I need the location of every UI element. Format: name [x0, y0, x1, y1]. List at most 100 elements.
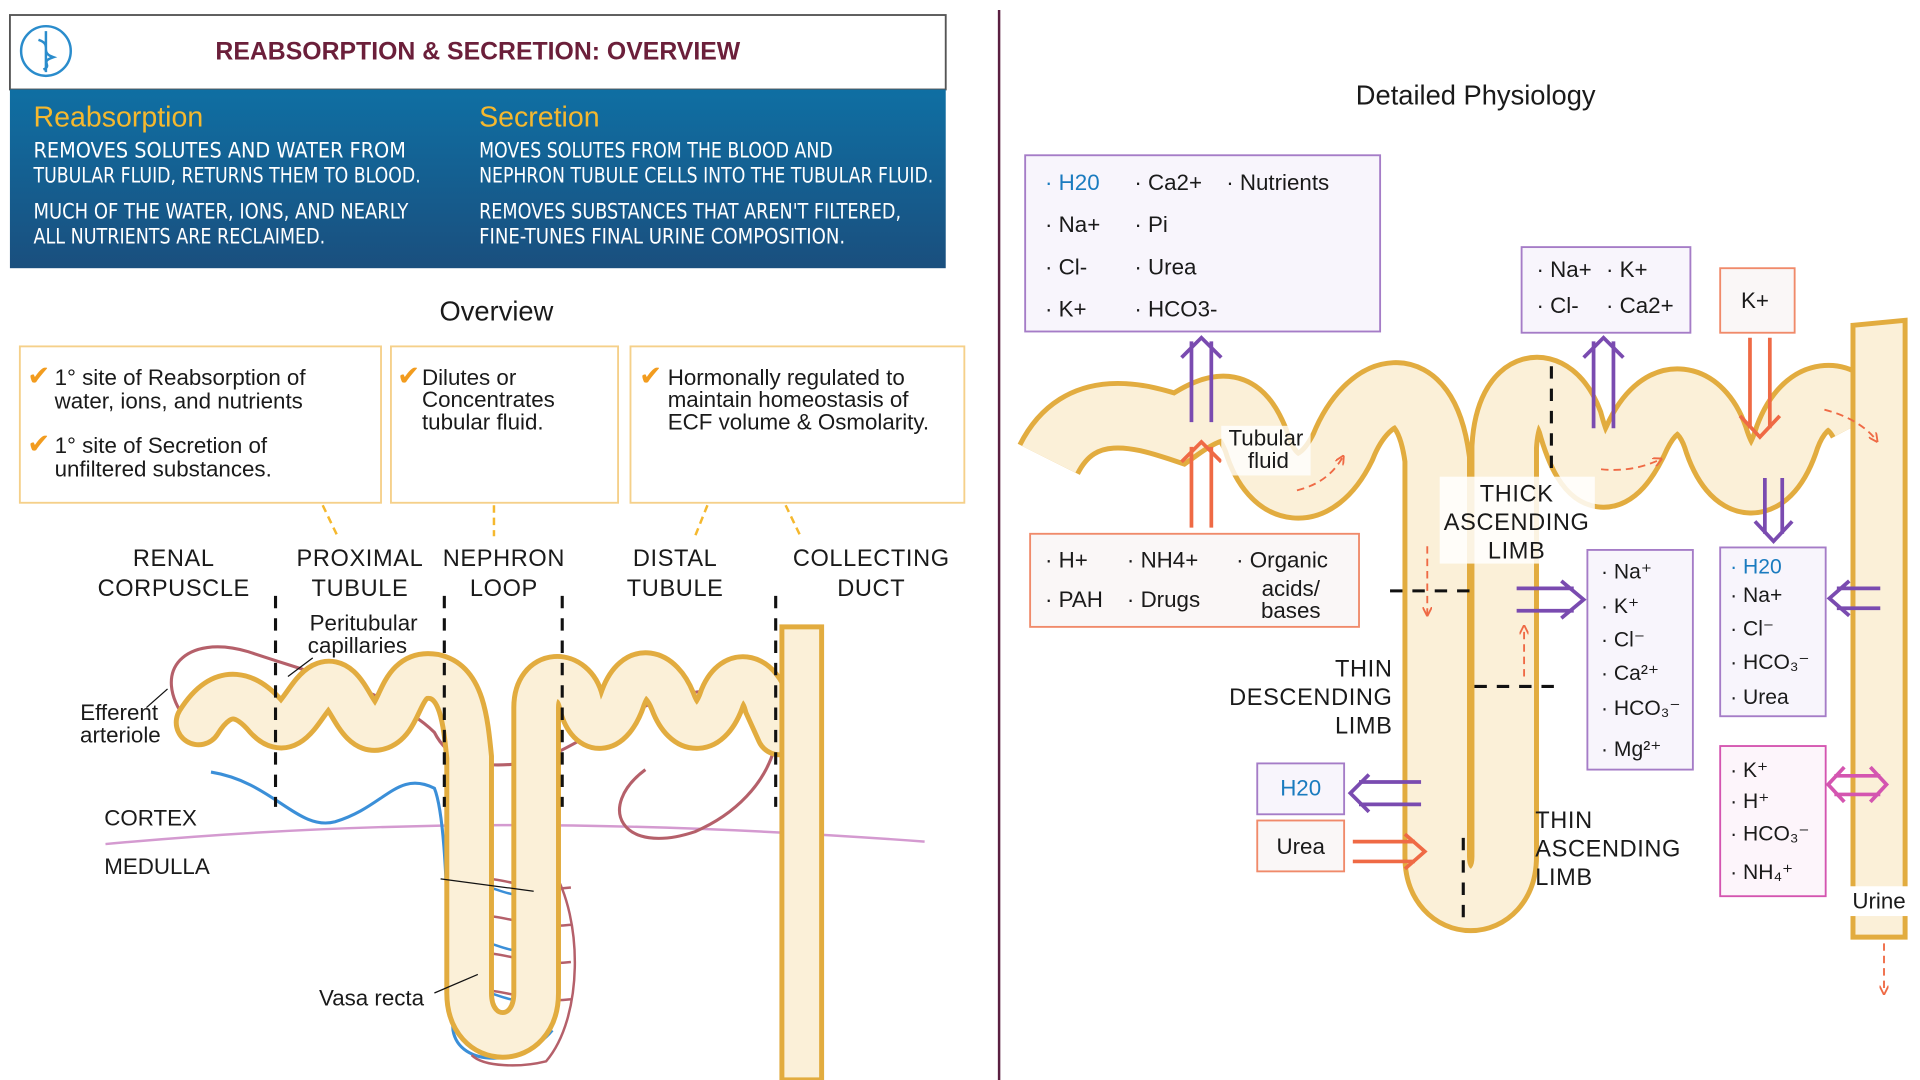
solute-item: · Na+	[1045, 212, 1100, 237]
peritubular-capillary	[210, 770, 554, 1060]
overview-text: ECF volume & Osmolarity.	[668, 410, 929, 435]
svg-text:ASCENDING: ASCENDING	[1535, 835, 1681, 861]
vasa-recta	[446, 868, 577, 1067]
svg-text:THICK: THICK	[1480, 481, 1554, 507]
svg-text:K+: K+	[1741, 288, 1769, 313]
svg-text:LIMB: LIMB	[1535, 864, 1593, 890]
check-icon: ✔	[397, 360, 420, 391]
svg-text:Urine: Urine	[1852, 889, 1905, 914]
solute-item: bases	[1261, 598, 1321, 623]
loop-urea-box: Urea	[1256, 819, 1346, 873]
svg-text:· Cl⁻: · Cl⁻	[1730, 618, 1774, 641]
region-label: PROXIMAL	[297, 545, 424, 571]
svg-text:· Cl-: · Cl-	[1536, 293, 1578, 318]
secretion-line: MOVES SOLUTES FROM THE BLOOD AND	[479, 138, 833, 163]
dct-reabsorption-box: · Na+ · K+ · Cl- · Ca2+	[1520, 246, 1692, 334]
header: REABSORPTION & SECRETION: OVERVIEW	[8, 14, 947, 91]
thin-descending-label: THIN DESCENDING LIMB	[1229, 656, 1392, 739]
secretion-line: FINE-TUNES FINAL URINE COMPOSITION.	[479, 223, 845, 248]
overview-diagram-labels: Peritubular capillaries Efferent arterio…	[80, 611, 425, 1011]
region-label: TUBULE	[312, 575, 409, 601]
vasa-recta-label: Vasa recta	[319, 985, 425, 1010]
thick-ascending-label: THICK ASCENDING LIMB	[1439, 476, 1595, 564]
svg-text:· H⁺: · H⁺	[1730, 790, 1769, 813]
page-title: REABSORPTION & SECRETION: OVERVIEW	[215, 39, 740, 66]
overview-text: 1° site of Secretion of	[55, 433, 268, 458]
svg-text:DESCENDING: DESCENDING	[1229, 684, 1392, 710]
overview-box: ✔ Hormonally regulated to maintain homeo…	[629, 345, 966, 504]
svg-text:· Cl⁻: · Cl⁻	[1601, 629, 1645, 652]
overview-text: 1° site of Reabsorption of	[55, 365, 307, 390]
svg-text:· Ca2+: · Ca2+	[1606, 293, 1674, 318]
solute-item: · H20	[1045, 170, 1100, 195]
thin-ascending-label: THIN ASCENDING LIMB	[1535, 807, 1681, 890]
svg-text:· HCO₃⁻: · HCO₃⁻	[1730, 651, 1809, 674]
solute-item: · PAH	[1045, 587, 1103, 612]
region-label: CORPUSCLE	[98, 575, 250, 601]
overview-text: water, ions, and nutrients	[54, 388, 303, 413]
overview-text: Dilutes or	[422, 365, 517, 390]
overview-box: ✔ Dilutes or Concentrates tubular fluid.	[390, 345, 620, 504]
detail-title: Detailed Physiology	[1356, 79, 1596, 110]
dct-secretion-box: K+	[1719, 267, 1796, 334]
solute-item: · H+	[1045, 547, 1088, 572]
svg-text:· K+: · K+	[1606, 257, 1648, 282]
pct-secretion-box: · H+ · NH4+ · PAH · Drugs · Organic acid…	[1029, 532, 1360, 628]
region-label: DUCT	[837, 575, 905, 601]
overview-text: Concentrates	[422, 387, 555, 412]
region-label: DISTAL	[633, 545, 718, 571]
loop-water-box: H20	[1256, 762, 1346, 816]
flow-arrows	[1296, 408, 1884, 993]
secretion-line: NEPHRON TUBULE CELLS INTO THE TUBULAR FL…	[479, 163, 933, 188]
svg-text:· Ca²⁺: · Ca²⁺	[1601, 662, 1659, 685]
region-label: COLLECTING	[793, 545, 950, 571]
transport-arrows	[1180, 335, 1890, 871]
check-icon: ✔	[27, 428, 50, 459]
tubular-fluid-label: Tubular fluid	[1221, 426, 1311, 476]
detail-nephron	[1017, 317, 1908, 993]
caduceus-icon	[19, 24, 72, 78]
svg-text:LIMB: LIMB	[1335, 713, 1393, 739]
svg-text:· Na⁺: · Na⁺	[1601, 560, 1652, 583]
solute-item: · Pi	[1134, 212, 1168, 237]
solute-item: · Cl-	[1045, 254, 1087, 279]
solute-item: · Drugs	[1127, 587, 1200, 612]
overview-text: Hormonally regulated to	[668, 365, 905, 390]
collecting-duct	[779, 624, 825, 1080]
region-label: LOOP	[470, 575, 538, 601]
overview-box: ✔ 1° site of Reabsorption of water, ions…	[18, 345, 382, 504]
svg-text:fluid: fluid	[1248, 448, 1289, 473]
nephron-overview	[105, 595, 925, 1080]
svg-text:· HCO₃⁻: · HCO₃⁻	[1730, 822, 1809, 845]
svg-text:H20: H20	[1280, 776, 1321, 801]
svg-text:· Na+: · Na+	[1536, 257, 1591, 282]
svg-text:THIN: THIN	[1535, 807, 1593, 833]
reabsorption-line: REMOVES SOLUTES AND WATER FROM	[34, 138, 406, 163]
urine-label: Urine	[1845, 886, 1913, 917]
region-label: NEPHRON	[443, 545, 565, 571]
cd-reabsorption-box: · H20 · Na+ · Cl⁻ · HCO₃⁻ · Urea	[1719, 546, 1827, 718]
reabsorption-line: ALL NUTRIENTS ARE RECLAIMED.	[34, 223, 326, 248]
peritubular-label: capillaries	[308, 633, 407, 658]
pct-reabsorption-box: · H20 · Ca2+ · Nutrients · Na+ · Pi · Cl…	[1024, 154, 1382, 333]
definitions-panel: Reabsorption REMOVES SOLUTES AND WATER F…	[9, 89, 946, 269]
solute-item: · HCO3-	[1134, 297, 1217, 322]
reabsorption-line: MUCH OF THE WATER, IONS, AND NEARLY	[34, 199, 409, 224]
solute-item: · Organic	[1236, 547, 1328, 572]
svg-text:· K⁺: · K⁺	[1601, 595, 1639, 618]
cortex-label: CORTEX	[104, 805, 197, 830]
overview-text: tubular fluid.	[422, 410, 544, 435]
overview-text: maintain homeostasis of	[668, 387, 910, 412]
region-labels: RENAL CORPUSCLE PROXIMAL TUBULE NEPHRON …	[98, 545, 950, 601]
svg-text:· K⁺: · K⁺	[1730, 759, 1768, 782]
reabsorption-line: TUBULAR FLUID, RETURNS THEM TO BLOOD.	[33, 163, 421, 188]
svg-text:· NH₄⁺: · NH₄⁺	[1730, 861, 1793, 884]
solute-item: · Urea	[1134, 254, 1197, 279]
peritubular-label: Peritubular	[310, 611, 419, 636]
region-label: RENAL	[133, 545, 215, 571]
tal-reabsorption-box: · Na⁺ · K⁺ · Cl⁻ · Ca²⁺ · HCO₃⁻ · Mg²⁺	[1586, 548, 1694, 771]
svg-text:· H20: · H20	[1730, 556, 1782, 579]
cd-secretion-box: · K⁺ · H⁺ · HCO₃⁻ · NH₄⁺	[1719, 745, 1827, 898]
svg-text:· Na+: · Na+	[1730, 584, 1782, 607]
